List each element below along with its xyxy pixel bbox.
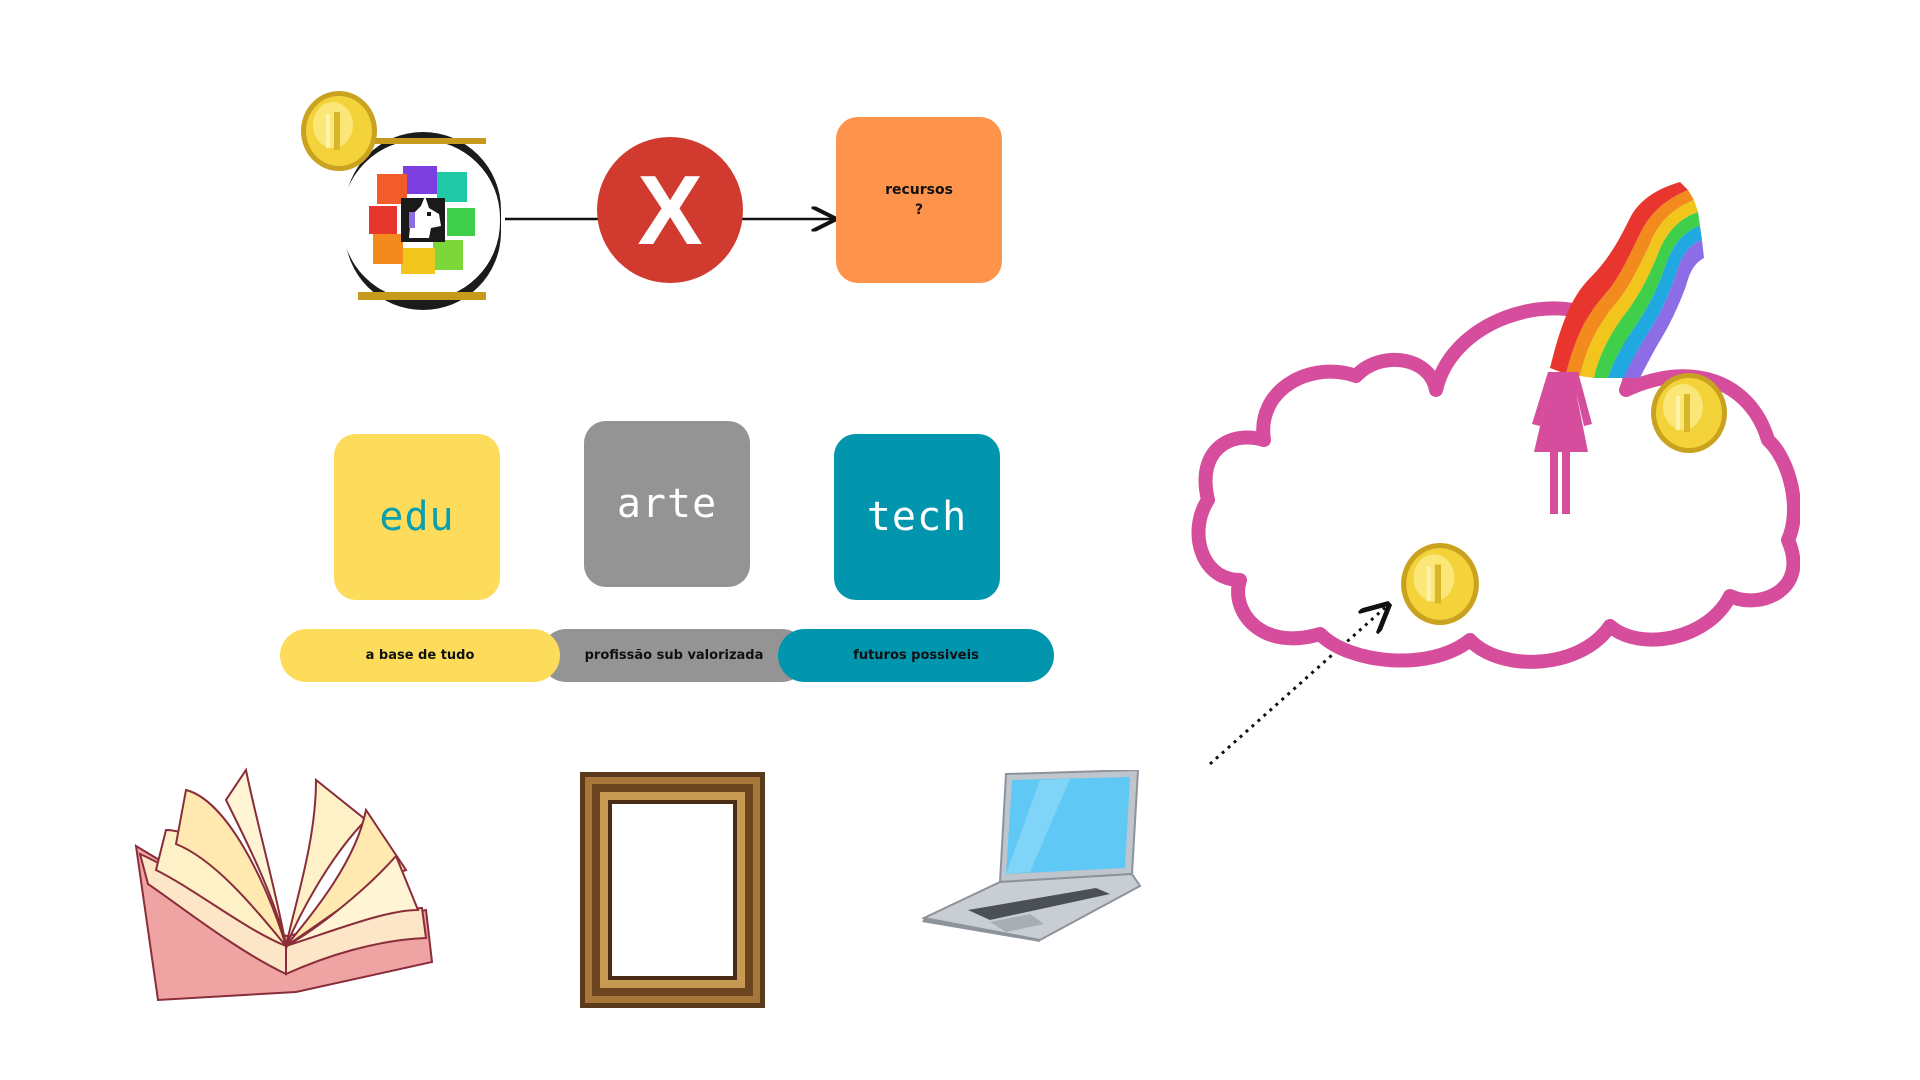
gold-coin-icon	[300, 90, 378, 172]
resources-box: recursos ?	[836, 117, 1002, 283]
resources-label: recursos	[885, 182, 953, 198]
category-word-edu: edu	[379, 494, 455, 540]
caption-arte: profissão sub valorizada	[584, 648, 764, 663]
cloud-icon	[1190, 280, 1801, 685]
open-book-icon	[126, 760, 436, 1004]
resources-question: ?	[914, 202, 924, 218]
laptop-icon	[920, 768, 1142, 942]
category-word-tech: tech	[866, 494, 968, 540]
category-word-arte: arte	[616, 481, 718, 527]
caption-pill-arte: profissão sub valorizada	[540, 629, 808, 682]
gold-coin-icon-cloud-left	[1400, 542, 1480, 626]
caption-edu: a base de tudo	[365, 648, 475, 663]
caption-pill-tech: futuros possiveis	[778, 629, 1054, 682]
unicorn-pixel-logo	[340, 132, 506, 310]
category-tech: tech	[834, 434, 1000, 600]
rainbow-hair-icon	[1540, 178, 1710, 378]
caption-pill-edu: a base de tudo	[280, 629, 560, 682]
picture-frame-icon	[580, 772, 765, 1008]
x-mark-text: X	[637, 155, 703, 265]
category-edu: edu	[334, 434, 500, 600]
caption-tech: futuros possiveis	[853, 648, 979, 663]
woman-figure-icon	[1518, 368, 1608, 518]
category-arte: arte	[584, 421, 750, 587]
gold-coin-icon-cloud-right	[1650, 372, 1728, 454]
x-mark-icon: X	[597, 137, 743, 283]
